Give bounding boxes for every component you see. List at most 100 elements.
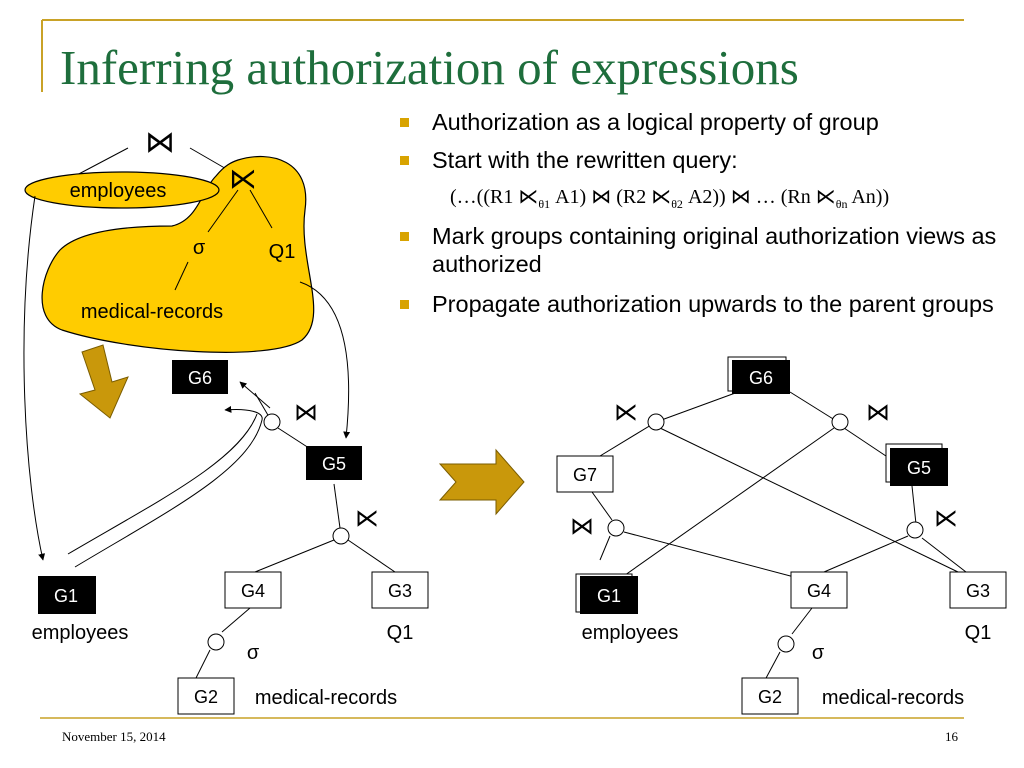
- group-g4-label: G4: [241, 581, 265, 601]
- bullet-text: Propagate authorization upwards to the p…: [432, 291, 994, 317]
- edge: [347, 539, 396, 573]
- join-symbol: ⋈: [294, 399, 318, 426]
- join-symbol: ⋈: [730, 186, 751, 208]
- group-g6-label: G6: [749, 368, 773, 388]
- footer-page-number: 16: [945, 729, 958, 744]
- join-symbol: ⋈: [145, 126, 175, 159]
- join-node: [831, 413, 849, 431]
- group-g1-label: G1: [54, 586, 78, 606]
- label-q1: Q1: [965, 622, 992, 644]
- group-g3-label: G3: [388, 581, 412, 601]
- authorized-region-blob: [41, 155, 315, 353]
- bullet-square-icon: [400, 118, 409, 127]
- join-node: [263, 413, 281, 431]
- bullet-list: Authorization as a logical property of g…: [390, 108, 1020, 318]
- semijoin-symbol: ⋉: [934, 505, 958, 532]
- semijoin-symbol: ⋉: [355, 505, 379, 532]
- semijoin-symbol: ⋉: [815, 186, 836, 208]
- bullet-square-icon: [400, 156, 409, 165]
- select-symbol: σ: [812, 642, 825, 664]
- semijoin-node: [332, 527, 350, 545]
- bullet-square-icon: [400, 300, 409, 309]
- group-g5-label: G5: [322, 454, 346, 474]
- semijoin-symbol: ⋉: [518, 186, 539, 208]
- group-g1: [580, 576, 638, 614]
- edge: [791, 607, 813, 635]
- bullet-square-icon: [400, 232, 409, 241]
- label-medical-records: medical-records: [255, 687, 397, 709]
- formula-part: An)): [847, 186, 890, 208]
- group-g2: [177, 677, 235, 715]
- select-node: [777, 635, 795, 653]
- label-medical-records: medical-records: [822, 687, 964, 709]
- formula-part: (R2: [611, 186, 652, 208]
- group-g4: [790, 571, 848, 609]
- edge: [599, 421, 657, 457]
- semijoin-symbol: ⋉: [229, 163, 257, 194]
- edge: [195, 649, 211, 679]
- select-edge: [174, 261, 189, 291]
- bullet-item: Mark groups containing original authoriz…: [390, 222, 1020, 278]
- query-formula: (…((R1 ⋉θ1 A1) ⋈ (R2 ⋉θ2 A2)) ⋈ … (Rn ⋉θ…: [390, 174, 1020, 222]
- label-employees: employees: [582, 622, 679, 644]
- group-g3: [949, 571, 1007, 609]
- formula-part: A2)): [682, 186, 731, 208]
- join-symbol: ⋈: [570, 513, 594, 540]
- group-g1-label: G1: [597, 586, 621, 606]
- transform-arrow-right-icon: [438, 448, 525, 516]
- employees-ellipse: [24, 171, 220, 209]
- group-g5: [890, 448, 948, 486]
- label-employees: employees: [70, 180, 167, 202]
- label-q1: Q1: [387, 622, 414, 644]
- edge: [599, 535, 611, 561]
- connector-employees-g1: [23, 195, 46, 561]
- transform-arrow-down-icon: [78, 344, 129, 419]
- group-g4-label: G4: [807, 581, 831, 601]
- edge: [623, 531, 799, 579]
- formula-part: … (Rn: [750, 186, 816, 208]
- bullet-item: Propagate authorization upwards to the p…: [390, 290, 1020, 318]
- select-node: [207, 633, 225, 651]
- formula-part: (…((R1: [450, 186, 519, 208]
- edge: [911, 485, 917, 525]
- group-g2: [741, 677, 799, 715]
- label-employees: employees: [32, 622, 129, 644]
- slide-title: Inferring authorization of expressions: [60, 40, 799, 95]
- group-g6: [732, 360, 790, 394]
- formula-subscript: θn: [835, 197, 848, 211]
- group-g3-label: G3: [966, 581, 990, 601]
- bullet-text: Authorization as a logical property of g…: [432, 109, 879, 135]
- propagation-line-a: [67, 413, 258, 555]
- bullet-text: Mark groups containing original authoriz…: [432, 223, 997, 277]
- bullet-item: Start with the rewritten query:: [390, 146, 1020, 174]
- semijoin-symbol: ⋉: [614, 399, 638, 426]
- formula-subscript: θ1: [538, 197, 551, 211]
- formula-text: (…((R1 ⋉θ1 A1) ⋈ (R2 ⋉θ2 A2)) ⋈ … (Rn ⋉θ…: [450, 183, 889, 218]
- edge: [254, 539, 335, 573]
- semijoin-node: [906, 521, 924, 539]
- group-g1: [38, 576, 96, 614]
- propagation-arrow-g6: [239, 381, 271, 409]
- label-medical-records: medical-records: [81, 301, 223, 323]
- bullet-text: Start with the rewritten query:: [432, 147, 738, 173]
- select-symbol: σ: [193, 237, 206, 259]
- propagation-line-b: [74, 405, 263, 568]
- join-symbol: ⋈: [866, 399, 890, 426]
- edge: [921, 537, 967, 573]
- group-g6-label: G6: [188, 368, 212, 388]
- edge: [333, 483, 341, 529]
- edge: [789, 391, 839, 423]
- edge: [617, 427, 835, 581]
- edge: [659, 427, 959, 573]
- group-g7: [556, 455, 614, 493]
- connector-q1-g5: [299, 281, 351, 439]
- semijoin-edges: [207, 189, 273, 233]
- bullet-item: Authorization as a logical property of g…: [390, 108, 1020, 136]
- group-g6: [172, 360, 228, 394]
- join-symbol: ⋈: [591, 186, 612, 208]
- edge: [591, 491, 613, 521]
- footer-date: November 15, 2014: [62, 729, 166, 744]
- group-g2-label: G2: [194, 687, 218, 707]
